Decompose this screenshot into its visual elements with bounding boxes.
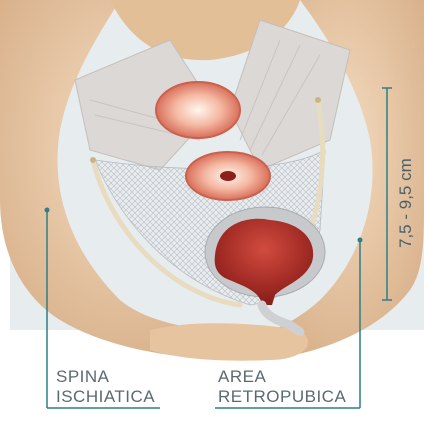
- label-spina-line1: SPINA: [56, 367, 110, 387]
- pubic-bone: [150, 323, 308, 360]
- label-area-line2: RETROPUBICA: [218, 387, 346, 407]
- rectum: [156, 82, 240, 138]
- measurement-label: 7,5 - 9,5 cm: [396, 158, 416, 248]
- label-area-line1: AREA: [218, 367, 266, 387]
- label-spina-line2: ISCHIATICA: [56, 387, 155, 407]
